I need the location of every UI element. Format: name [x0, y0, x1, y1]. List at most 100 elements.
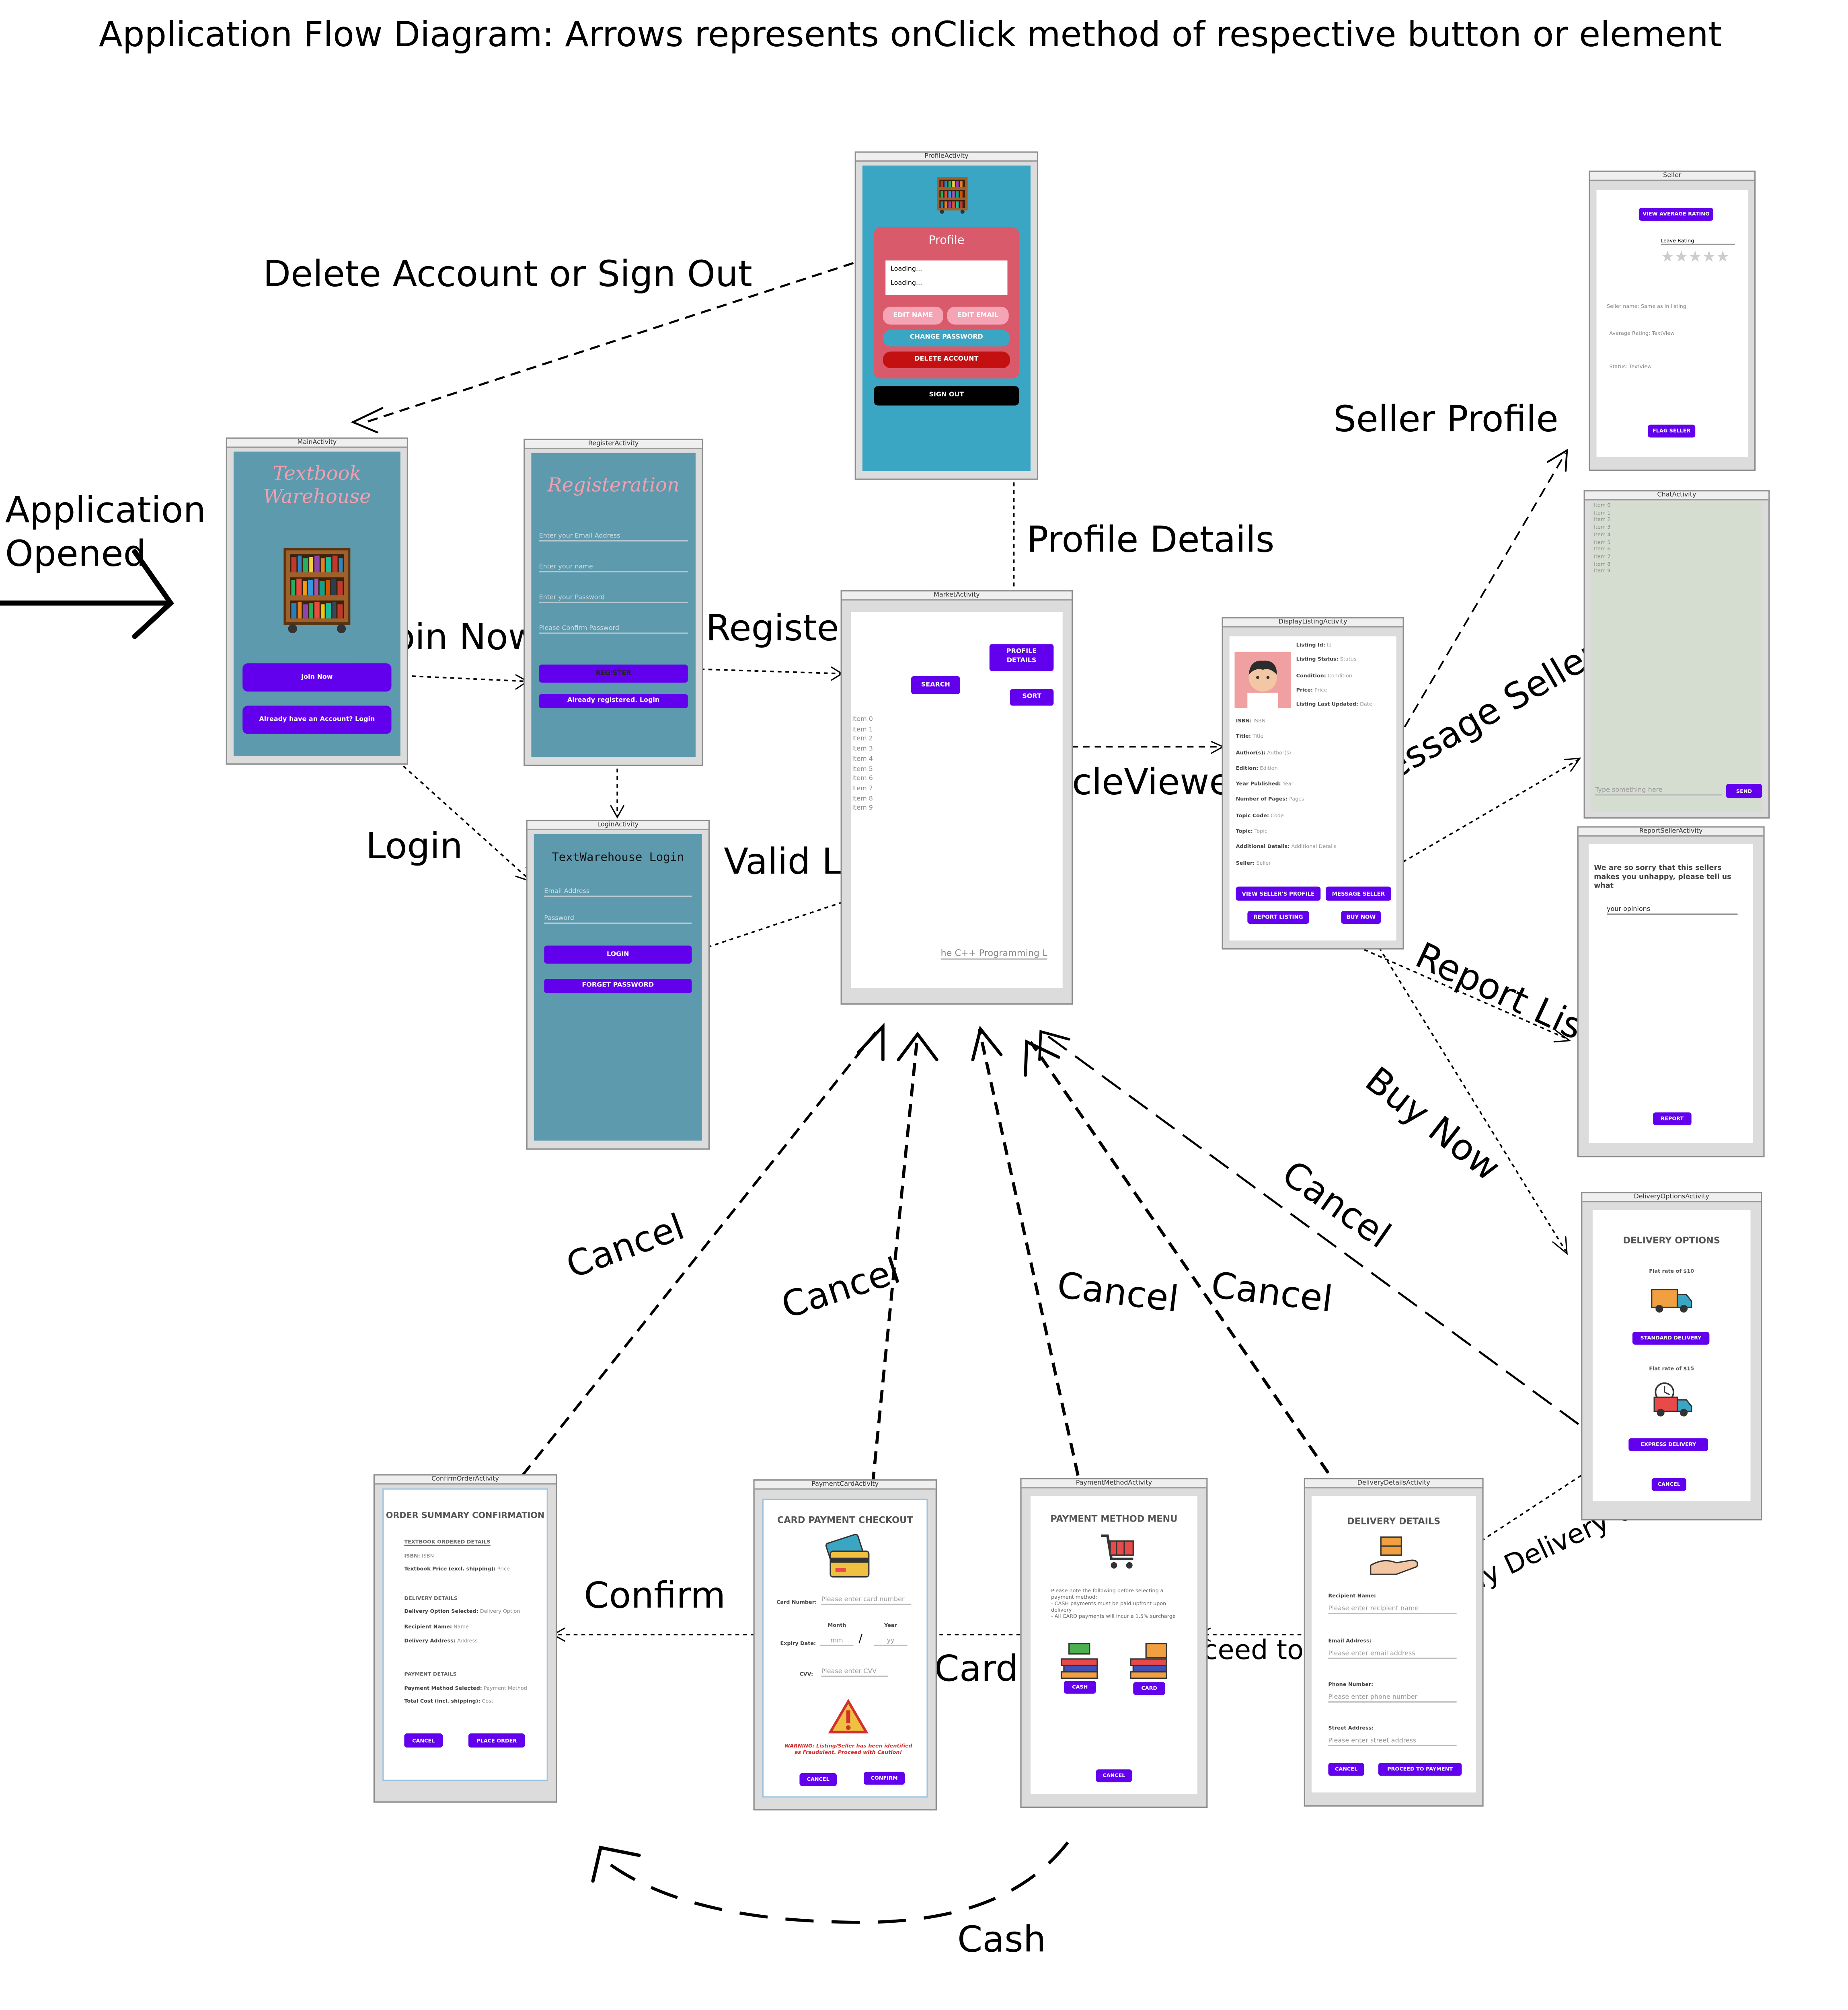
- list-item[interactable]: Item 8: [852, 795, 873, 803]
- screen-caption: LoginActivity: [527, 821, 708, 831]
- chat-message-input[interactable]: Type something here: [1595, 787, 1723, 796]
- email-input[interactable]: Please enter email address: [1328, 1650, 1457, 1659]
- edit-email-button[interactable]: EDIT EMAIL: [947, 306, 1009, 325]
- already-registered-button[interactable]: Already registered. Login: [539, 694, 688, 708]
- rating-stars[interactable]: ★★★★★: [1661, 247, 1730, 266]
- join-now-button[interactable]: Join Now: [242, 663, 392, 692]
- listing-field-value: Status: [1340, 655, 1357, 662]
- list-item[interactable]: Item 3: [852, 745, 873, 753]
- recipient-input[interactable]: Please enter recipient name: [1328, 1605, 1457, 1614]
- screen-caption: DisplayListingActivity: [1223, 618, 1403, 628]
- standard-delivery-button[interactable]: STANDARD DELIVERY: [1632, 1331, 1710, 1345]
- cancel-button[interactable]: CANCEL: [1328, 1763, 1364, 1776]
- warning-icon: [828, 1698, 869, 1733]
- list-item: Item 9: [1594, 567, 1611, 574]
- edit-name-button[interactable]: EDIT NAME: [883, 306, 943, 325]
- view-seller-profile-button[interactable]: VIEW SELLER'S PROFILE: [1236, 886, 1321, 901]
- listing-field-value: Price: [1314, 686, 1327, 693]
- flag-seller-button[interactable]: FLAG SELLER: [1648, 425, 1696, 438]
- proceed-to-payment-button[interactable]: PROCEED TO PAYMENT: [1378, 1763, 1462, 1776]
- listing-field-value: Seller: [1256, 859, 1271, 866]
- forget-password-button[interactable]: FORGET PASSWORD: [544, 979, 692, 993]
- buy-now-button[interactable]: BUY NOW: [1341, 911, 1381, 924]
- chat-message-list[interactable]: Item 0 Item 1 Item 2 Item 3 Item 4 Item …: [1594, 502, 1610, 575]
- label-cash: Cash: [957, 1918, 1046, 1961]
- confirm-button[interactable]: CONFIRM: [864, 1772, 905, 1785]
- express-delivery-button[interactable]: EXPRESS DELIVERY: [1628, 1438, 1708, 1451]
- card-number-input[interactable]: Please enter card number: [821, 1596, 912, 1605]
- login-password-field[interactable]: Password: [544, 915, 692, 924]
- login-submit-button[interactable]: LOGIN: [544, 946, 692, 964]
- expiry-month-input[interactable]: mm: [820, 1637, 854, 1646]
- listing-field-key: Price:: [1296, 686, 1313, 693]
- sort-button[interactable]: SORT: [1010, 689, 1054, 706]
- arrow-cash: [595, 1841, 1069, 1924]
- cash-button[interactable]: CASH: [1064, 1681, 1096, 1694]
- list-item[interactable]: Item 7: [852, 785, 873, 793]
- register-confirm-field[interactable]: Please Confirm Password: [539, 625, 688, 634]
- change-password-button[interactable]: CHANGE PASSWORD: [883, 330, 1010, 347]
- cancel-button[interactable]: CANCEL: [799, 1773, 837, 1786]
- recipient-row: Recipient Name: Name: [404, 1623, 468, 1630]
- expiry-year-input[interactable]: yy: [874, 1637, 908, 1646]
- phone-input[interactable]: Please enter phone number: [1328, 1694, 1457, 1703]
- list-item[interactable]: Item 6: [852, 775, 873, 783]
- list-item[interactable]: Item 1: [852, 726, 873, 734]
- arrow-delete-signout: [361, 262, 854, 425]
- payment-method-row: Payment Method Selected: Payment Method: [404, 1685, 527, 1691]
- listing-field-key: Topic Code:: [1236, 812, 1269, 818]
- listing-field-key: Condition:: [1296, 672, 1326, 679]
- cancel-button[interactable]: CANCEL: [404, 1733, 443, 1748]
- report-opinion-input[interactable]: your opinions: [1607, 906, 1738, 915]
- register-button[interactable]: REGISTER: [539, 665, 688, 683]
- list-item[interactable]: Item 9: [852, 805, 873, 813]
- list-item[interactable]: Item 0: [852, 716, 873, 724]
- delivery-options-screen: DeliveryOptionsActivity DELIVERY OPTIONS…: [1581, 1192, 1762, 1521]
- register-password-field[interactable]: Enter your Password: [539, 594, 688, 603]
- view-average-rating-button[interactable]: VIEW AVERAGE RATING: [1639, 208, 1713, 221]
- card-button[interactable]: CARD: [1133, 1682, 1166, 1695]
- listing-field-value: Title: [1253, 733, 1264, 740]
- search-input[interactable]: he C++ Programming Lan: [940, 948, 1047, 960]
- label-delete-signout: Delete Account or Sign Out: [263, 252, 752, 295]
- cancel-button[interactable]: CANCEL: [1096, 1769, 1132, 1782]
- place-order-button[interactable]: PLACE ORDER: [468, 1733, 525, 1748]
- payment-details-heading: PAYMENT DETAILS: [404, 1670, 457, 1677]
- list-item[interactable]: Item 5: [852, 765, 873, 773]
- listing-recycler[interactable]: Item 0 Item 1 Item 2 Item 3 Item 4 Item …: [852, 716, 873, 815]
- delete-account-button[interactable]: DELETE ACCOUNT: [883, 351, 1010, 369]
- listing-field-row: Topic: Topic: [1236, 828, 1337, 843]
- profile-details-button[interactable]: PROFILE DETAILS: [989, 644, 1054, 671]
- month-label: Month: [827, 1622, 846, 1629]
- cancel-button[interactable]: CANCEL: [1651, 1478, 1686, 1491]
- profile-activity-screen: ProfileActivity Profile Loading... Loadi…: [854, 151, 1039, 480]
- register-email-field[interactable]: Enter your Email Address: [539, 533, 688, 541]
- list-item[interactable]: Item 2: [852, 736, 873, 744]
- login-email-field[interactable]: Email Address: [544, 888, 692, 897]
- street-input[interactable]: Please enter street address: [1328, 1737, 1457, 1746]
- listing-field-key: Listing Id:: [1296, 641, 1325, 648]
- arrow-cancel-3: [977, 1028, 1080, 1476]
- search-button[interactable]: SEARCH: [911, 676, 960, 694]
- payment-card-screen: PaymentCardActivity CARD PAYMENT CHECKOU…: [753, 1479, 937, 1811]
- register-name-field[interactable]: Enter your name: [539, 563, 688, 572]
- arrow-buy-now: [1362, 921, 1567, 1251]
- report-listing-button[interactable]: REPORT LISTING: [1247, 911, 1309, 924]
- app-title-line-2: Warehouse: [263, 485, 371, 508]
- report-button[interactable]: REPORT: [1653, 1112, 1692, 1126]
- send-button[interactable]: SEND: [1726, 784, 1762, 798]
- screen-caption: ReportSellerActivity: [1578, 827, 1764, 837]
- isbn-value: ISBN: [421, 1552, 434, 1559]
- cvv-input[interactable]: Please enter CVV: [821, 1668, 888, 1677]
- average-rating-row: Average Rating: TextView: [1609, 330, 1674, 336]
- list-item[interactable]: Item 4: [852, 755, 873, 763]
- message-seller-button[interactable]: MESSAGE SELLER: [1326, 886, 1391, 901]
- credit-card-icon: [825, 1534, 870, 1578]
- login-button[interactable]: Already have an Account? Login: [242, 706, 392, 734]
- screen-caption: Seller: [1590, 172, 1755, 181]
- sign-out-button[interactable]: SIGN OUT: [874, 386, 1019, 406]
- profile-details-line-1: PROFILE: [1006, 648, 1037, 656]
- screen-caption: MarketActivity: [842, 591, 1072, 601]
- seller-avatar-icon: [1234, 652, 1291, 708]
- list-item: Item 5: [1594, 538, 1611, 545]
